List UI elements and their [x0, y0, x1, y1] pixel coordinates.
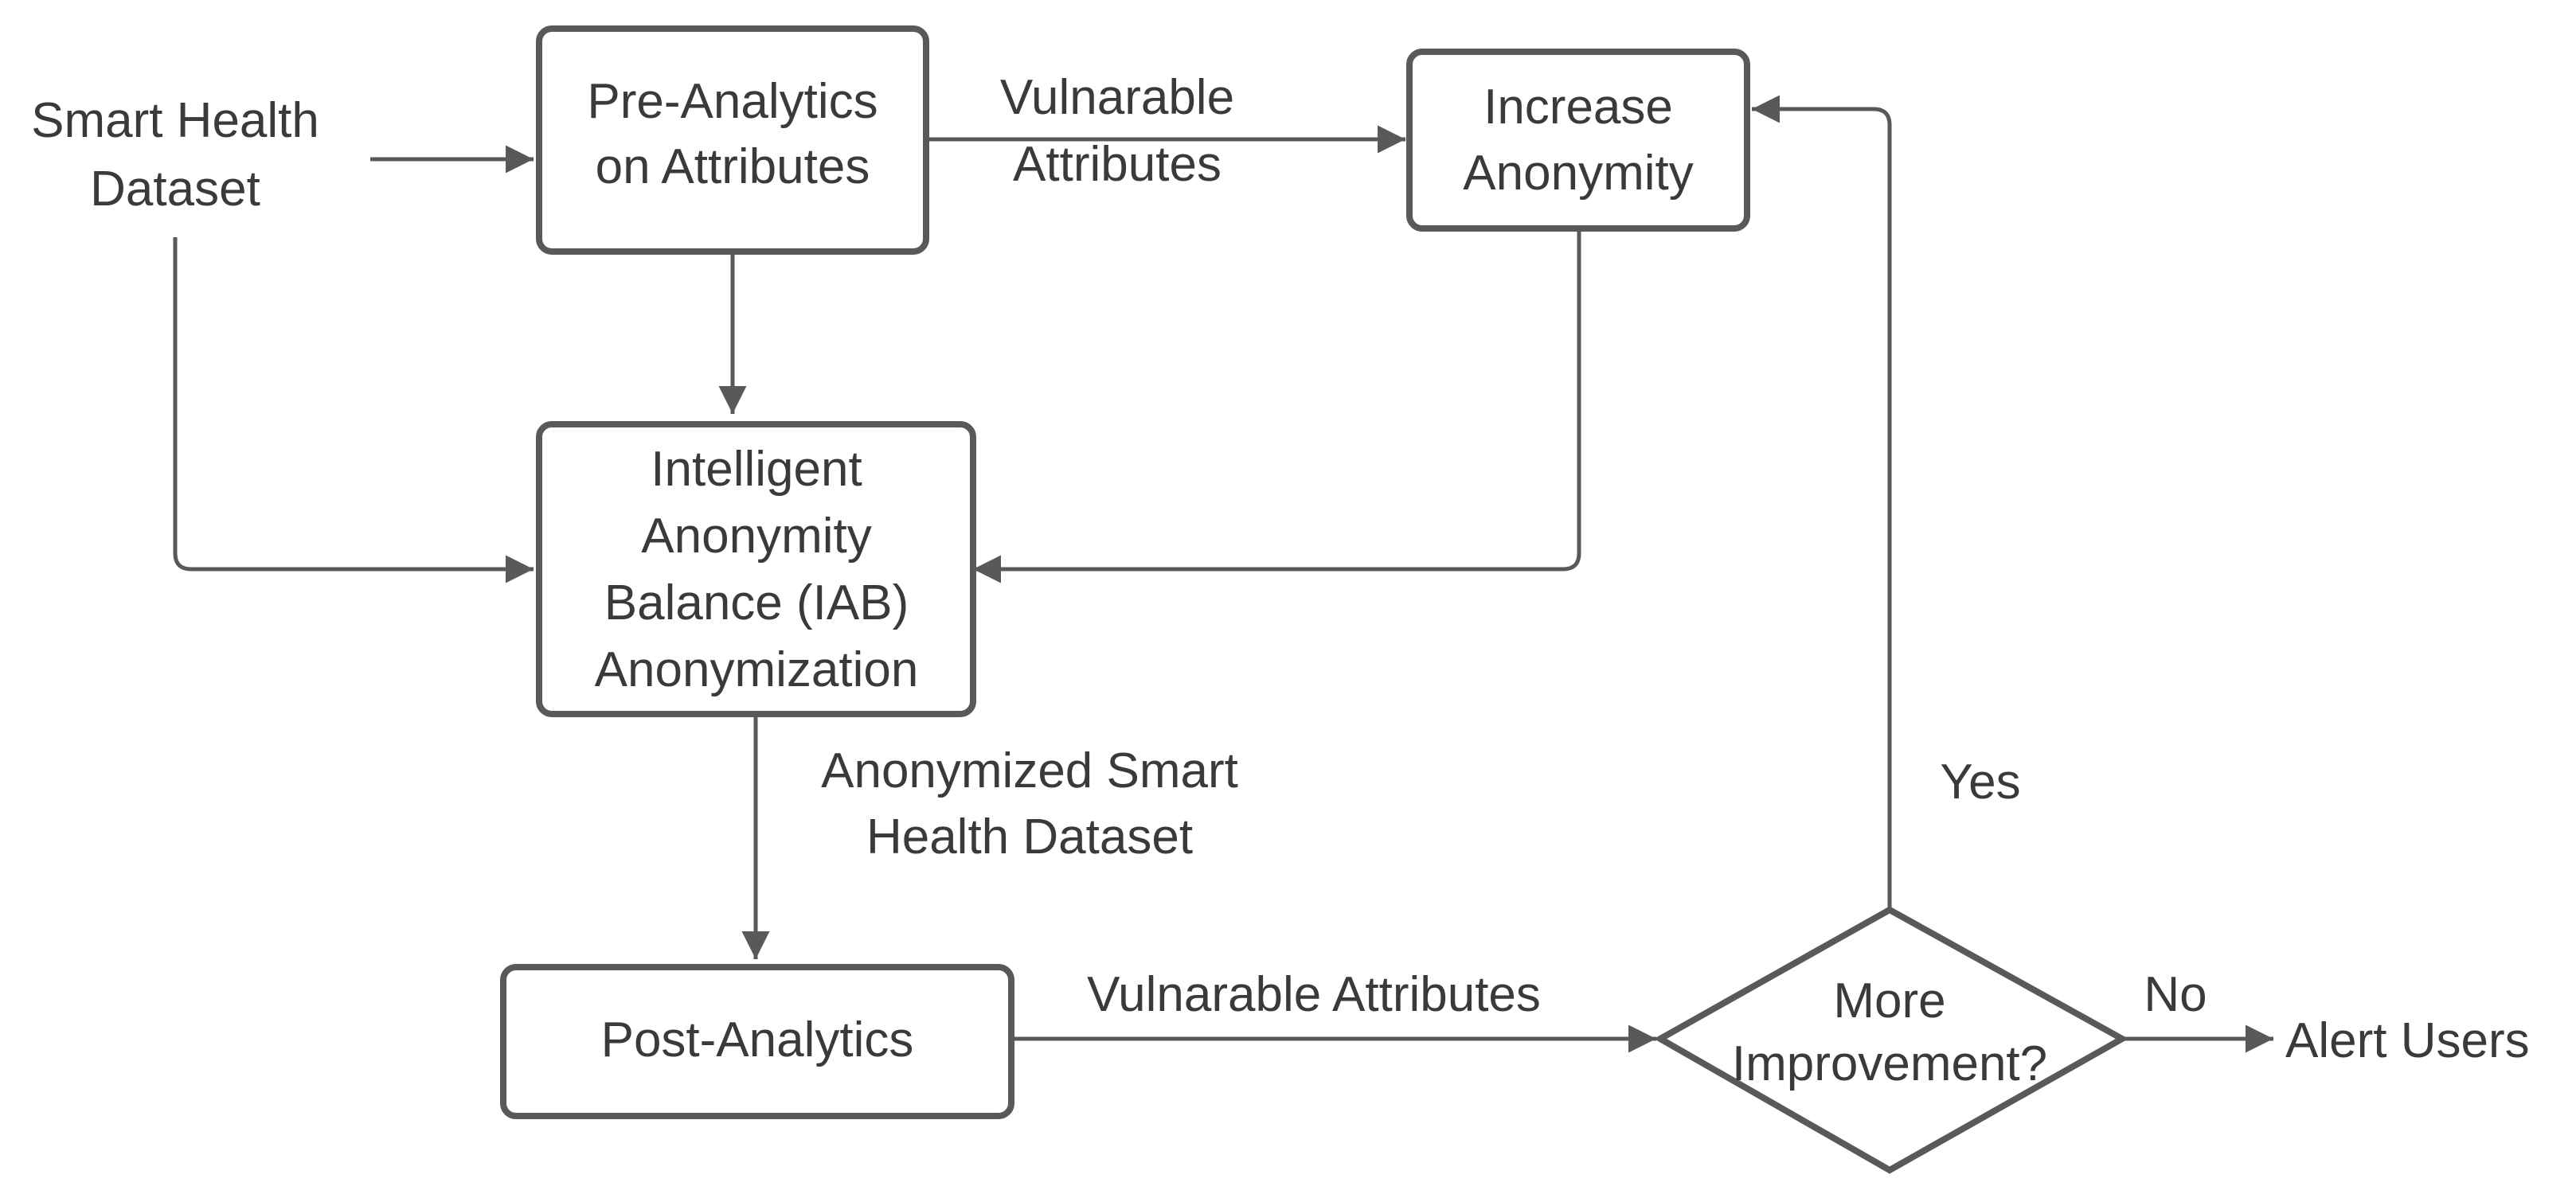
pre-analytics-line2: on Attributes	[596, 139, 870, 194]
alert-users-label: Alert Users	[2285, 1013, 2530, 1068]
node-post-analytics: Post-Analytics	[500, 964, 1014, 1119]
node-decision: More Improvement?	[1653, 906, 2129, 1174]
vulnerable-attributes-bottom: Vulnarable Attributes	[1087, 967, 1541, 1022]
edge-increase-to-iab	[973, 231, 1581, 583]
decision-line1: More	[1833, 974, 1945, 1028]
anonymized-dataset-line2: Health Dataset	[866, 810, 1193, 864]
edge-decision-yes-to-increase	[1752, 95, 1892, 907]
no-label: No	[2144, 967, 2207, 1022]
node-iab-anonymization: Intelligent Anonymity Balance (IAB) Anon…	[536, 421, 976, 717]
post-analytics-label: Post-Analytics	[601, 1013, 914, 1067]
pre-analytics-line1: Pre-Analytics	[587, 74, 878, 129]
increase-anonymity-line2: Anonymity	[1463, 146, 1693, 201]
iab-line2: Anonymity	[641, 509, 871, 564]
yes-label: Yes	[1940, 755, 2020, 810]
smart-health-dataset-line1: Smart Health	[31, 93, 319, 148]
edge-dataset-to-iab	[173, 237, 534, 583]
node-increase-anonymity: Increase Anonymity	[1406, 49, 1750, 232]
anonymized-dataset-line1: Anonymized Smart	[821, 743, 1238, 798]
increase-anonymity-line1: Increase	[1483, 80, 1673, 135]
node-pre-analytics: Pre-Analytics on Attributes	[536, 25, 929, 255]
vulnerable-attributes-top-line1: Vulnarable	[1000, 70, 1234, 125]
smart-health-dataset-line2: Dataset	[90, 162, 260, 217]
iab-line1: Intelligent	[651, 442, 862, 497]
iab-line4: Anonymization	[595, 642, 919, 697]
vulnerable-attributes-top-line2: Attributes	[1013, 137, 1222, 192]
decision-line2: Improvement?	[1732, 1036, 2047, 1091]
iab-line3: Balance (IAB)	[604, 576, 909, 630]
edges	[173, 95, 2273, 1053]
